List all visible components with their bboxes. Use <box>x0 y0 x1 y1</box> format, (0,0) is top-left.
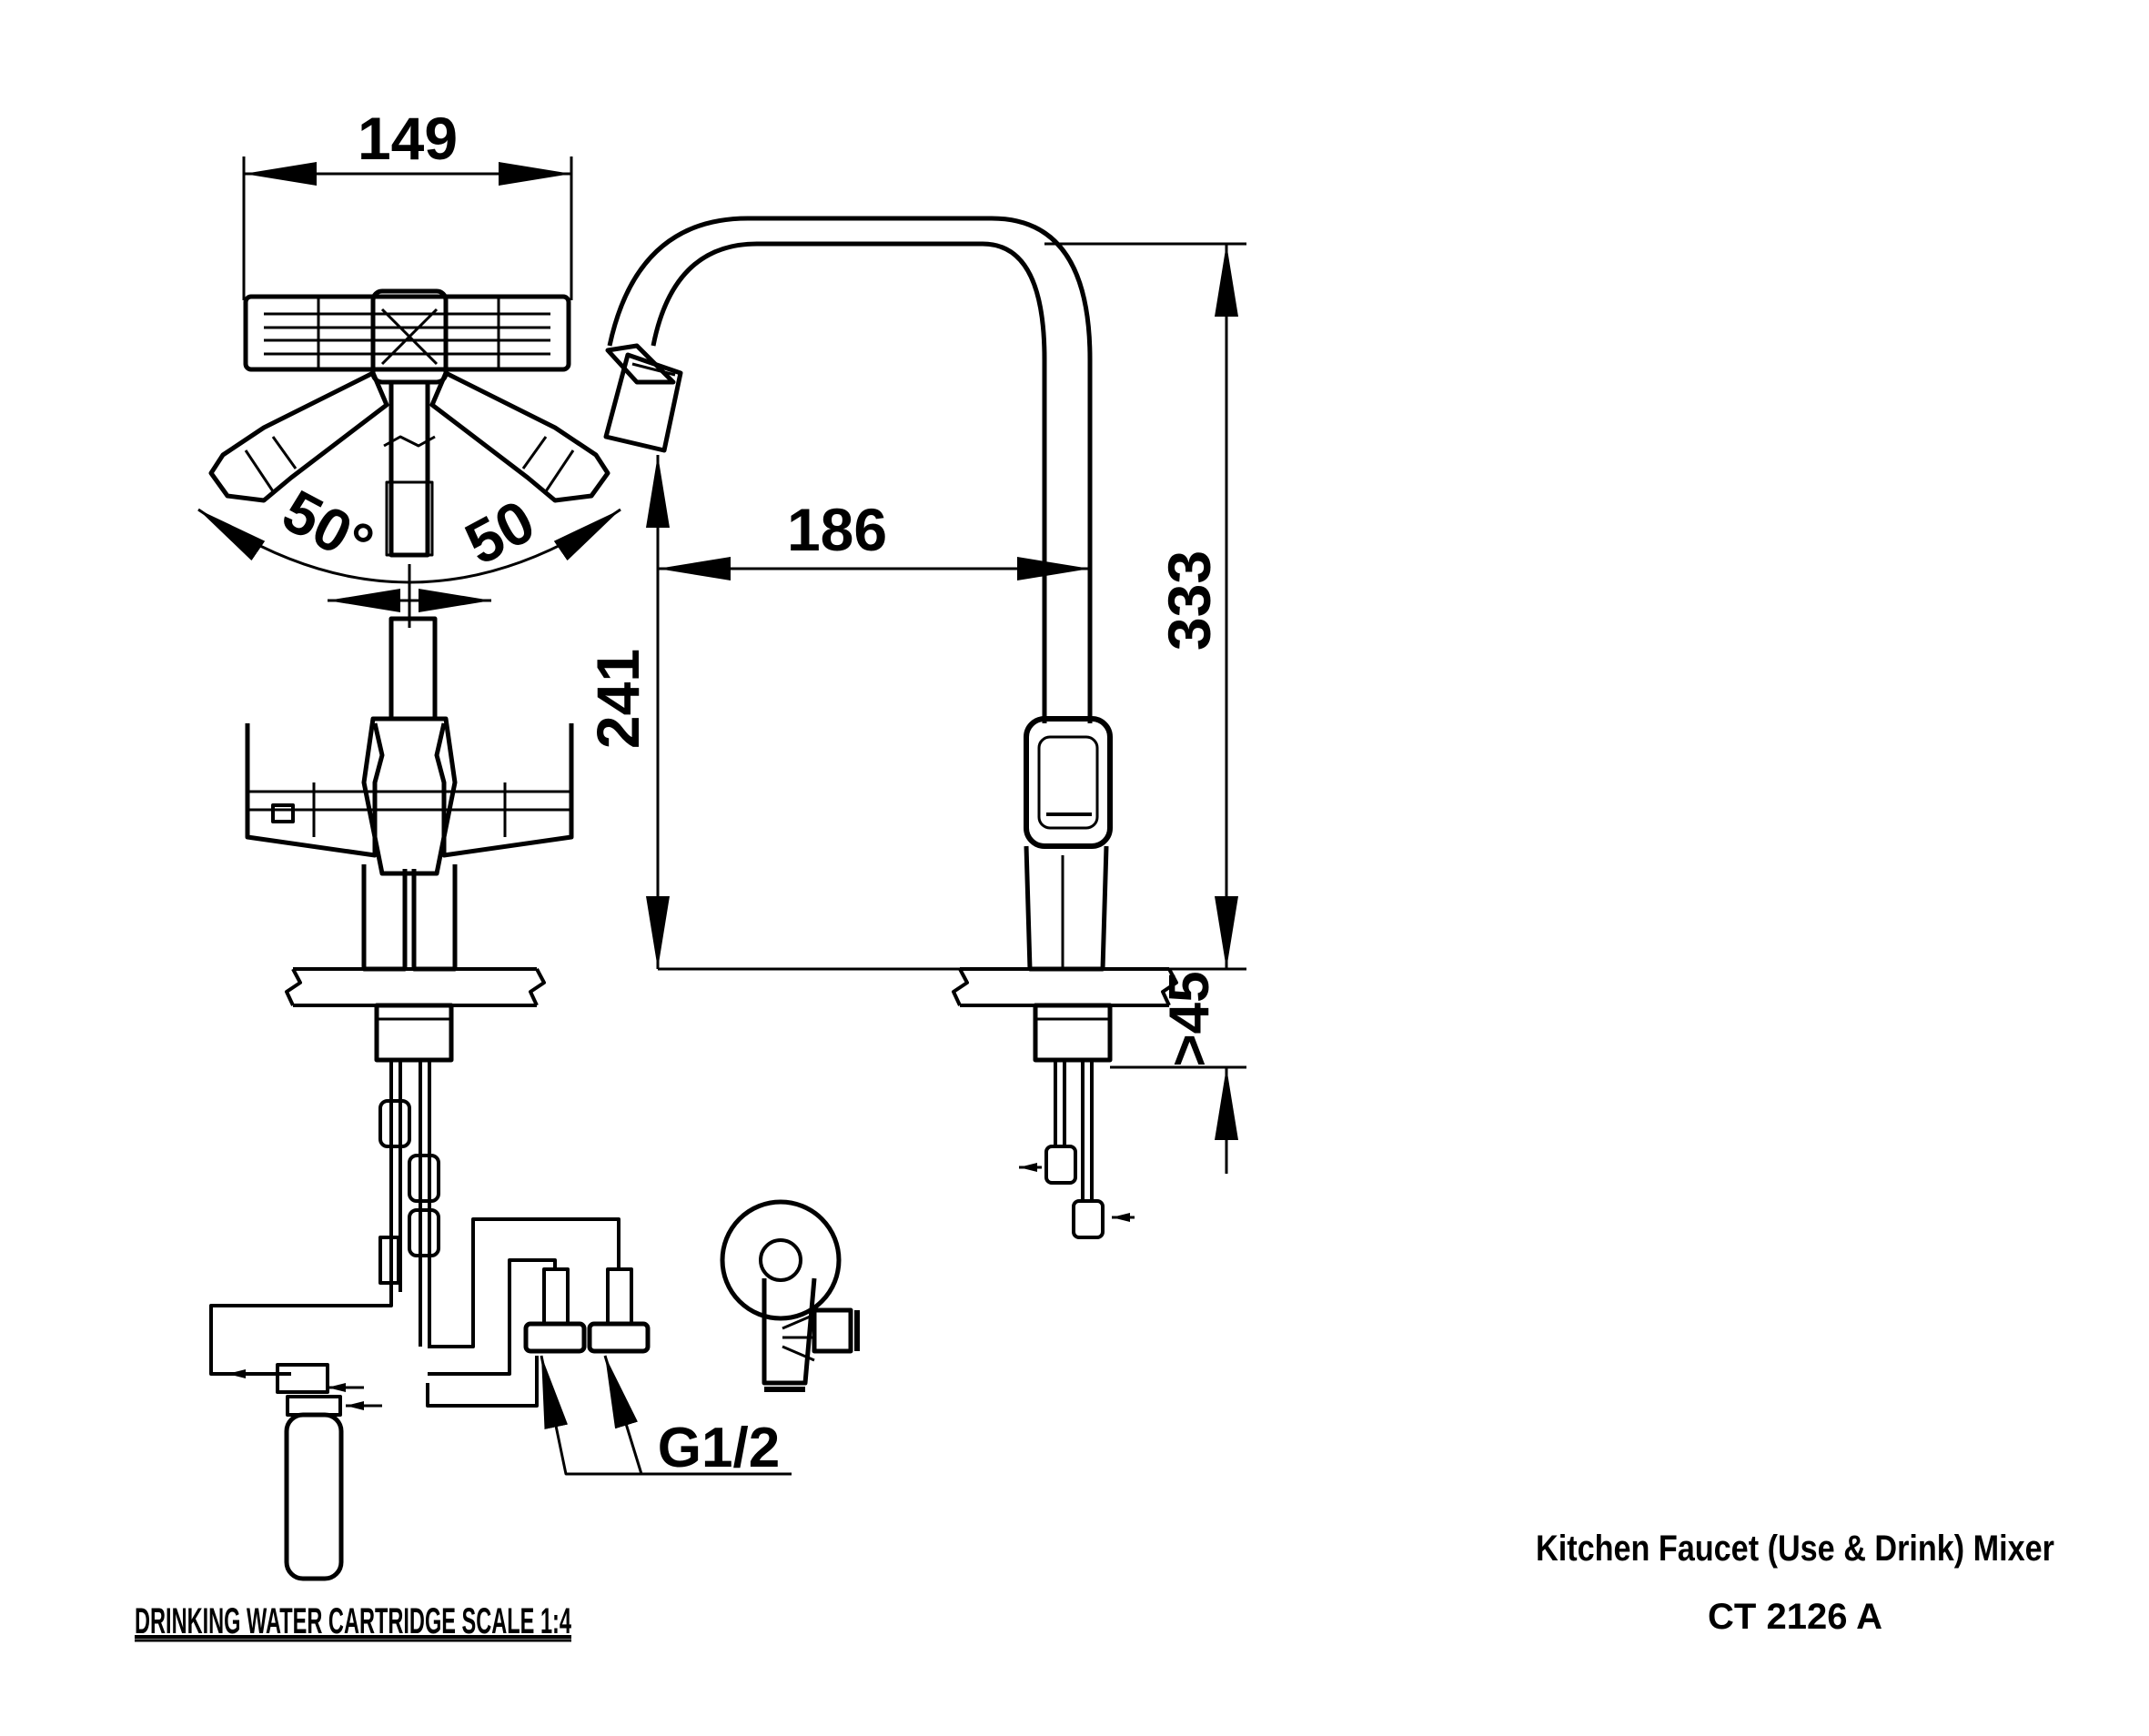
dim-height-total: 333 <box>1155 550 1223 651</box>
front-view <box>209 616 860 1581</box>
dim-height-spout: 241 <box>584 649 651 749</box>
top-view <box>197 156 621 628</box>
dim-thread: G1/2 <box>658 1417 780 1479</box>
dim-angle-right: 50 <box>454 487 545 578</box>
product-name: Kitchen Faucet (Use & Drink) Mixer <box>1536 1529 2054 1569</box>
dim-reach: 186 <box>787 496 887 563</box>
cartridge-note: DRINKING WATER CARTRIDGE SCALE 1:4 <box>135 1601 571 1641</box>
model-number: CT 2126 A <box>1708 1597 1882 1637</box>
dim-angle-left: 50° <box>272 477 384 579</box>
dim-deck-thickness: >45 <box>1158 971 1221 1066</box>
dim-top-width: 149 <box>358 105 458 172</box>
side-view <box>603 216 1246 1239</box>
